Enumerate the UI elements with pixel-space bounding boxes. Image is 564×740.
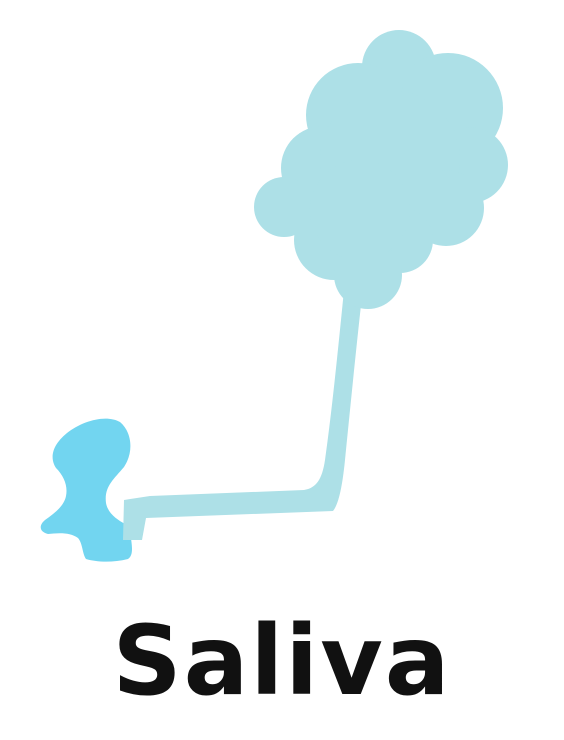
salivary-gland-cluster-icon	[254, 30, 508, 309]
saliva-drop-icon	[40, 418, 132, 562]
caption-title: Saliva	[112, 605, 452, 717]
duct-tube-icon	[123, 290, 362, 540]
